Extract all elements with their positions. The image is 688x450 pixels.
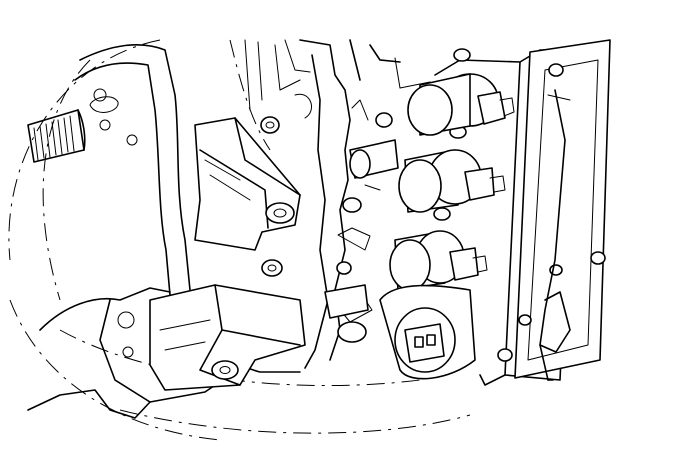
detent-spring-wire <box>539 89 571 381</box>
support-bracket <box>194 117 301 251</box>
input-shaft <box>27 109 86 163</box>
solenoid-2 <box>398 149 506 213</box>
solenoid-connector <box>379 284 476 380</box>
shift-solenoid-valves <box>324 73 515 319</box>
solenoid-1 <box>407 73 515 136</box>
lower-bracket <box>149 284 306 391</box>
solenoid-3 <box>389 230 488 291</box>
case-detail-lines <box>244 39 431 119</box>
